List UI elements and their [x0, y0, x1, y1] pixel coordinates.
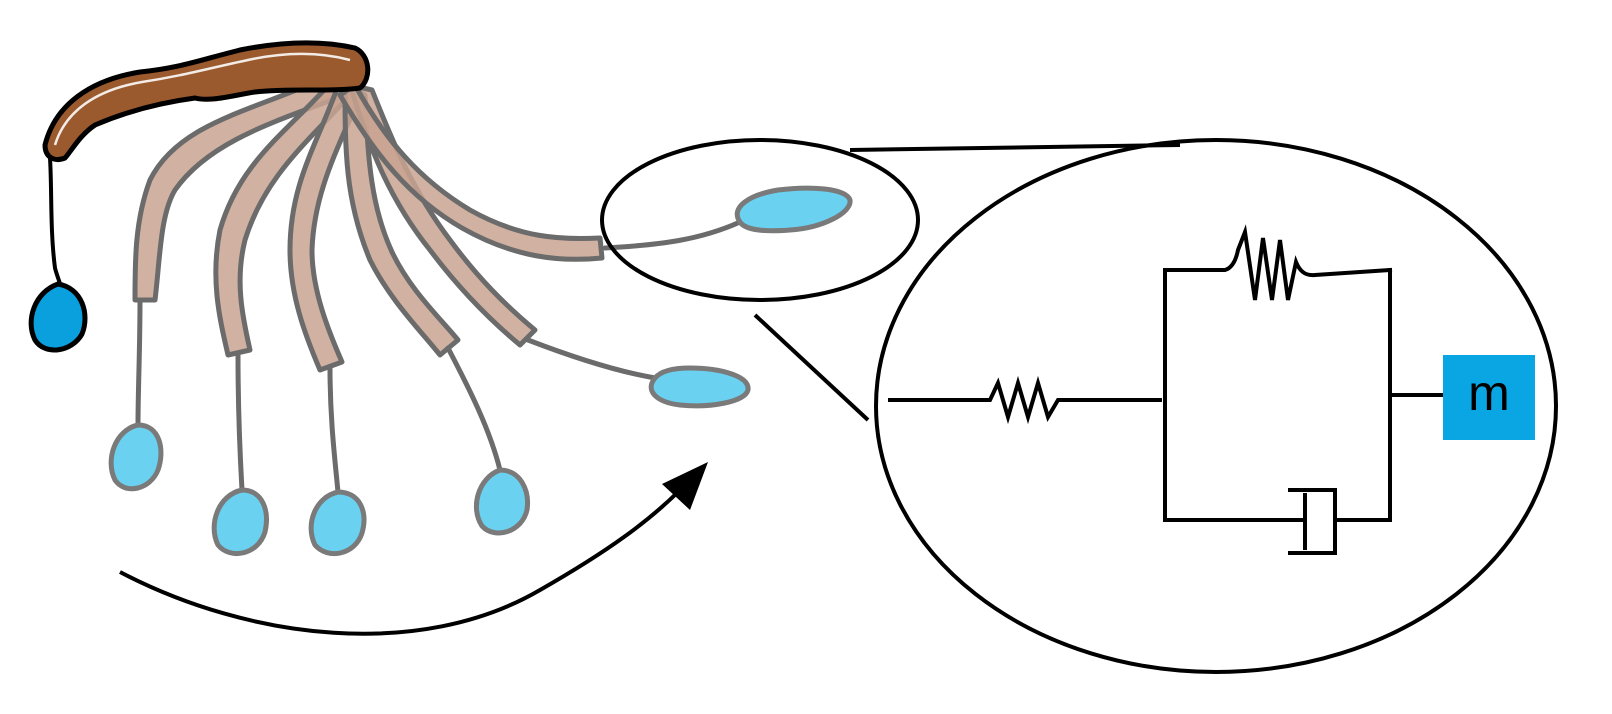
mechanical-model: m	[888, 224, 1535, 555]
parallel-spring-icon	[1163, 224, 1393, 301]
damper-dashpot-icon	[1163, 488, 1392, 555]
bent-stalk-icon	[28, 40, 371, 353]
motion-trail	[108, 72, 853, 556]
ghost-stalk-6	[337, 82, 853, 262]
mass-label: m	[1468, 365, 1510, 421]
zoom-connector-lines	[753, 143, 1181, 422]
curved-arrow-icon	[119, 462, 708, 636]
stalk-head-icon	[28, 281, 88, 353]
mass-block-icon: m	[1443, 355, 1535, 440]
zoom-inset-ellipse	[874, 138, 1558, 674]
series-spring-icon	[888, 375, 1162, 425]
zoom-source-ellipse	[600, 138, 920, 302]
ghost-stalk-3	[287, 77, 367, 556]
